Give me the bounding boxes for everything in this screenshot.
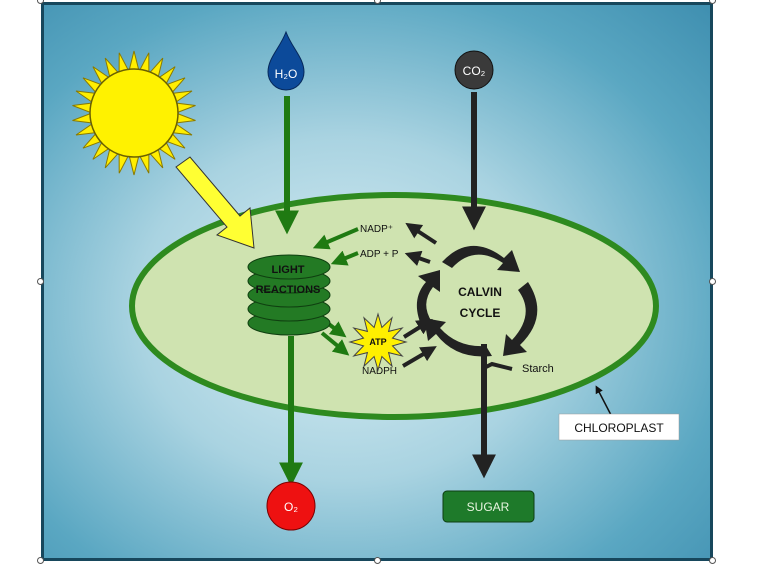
resize-handle-bm[interactable] — [374, 557, 381, 564]
chloroplast-label: CHLOROPLAST — [574, 421, 664, 435]
calvin-to-adp-arrow — [404, 250, 431, 266]
chloroplast-membrane — [129, 192, 659, 420]
co2-label: CO₂ — [463, 64, 486, 78]
adp-p-label: ADP + P — [360, 249, 399, 260]
resize-handle-mr[interactable] — [709, 278, 716, 285]
starch-label: Starch — [522, 363, 554, 375]
resize-handle-br[interactable] — [709, 557, 716, 564]
calvin-label-2: CYCLE — [460, 306, 501, 320]
thylakoid-stack — [247, 254, 331, 336]
nadph-to-calvin-arrow — [401, 346, 437, 368]
calvin-to-nadp-arrow — [405, 222, 438, 245]
resize-handle-tl[interactable] — [37, 0, 44, 4]
nadp-to-light-arrow — [312, 227, 359, 250]
starch-branch — [483, 361, 513, 371]
resize-handle-ml[interactable] — [37, 278, 44, 285]
nadph-label: NADPH — [362, 366, 397, 377]
adp-to-light-arrow — [330, 250, 359, 266]
nadp-plus-label: NADP⁺ — [360, 224, 393, 235]
atp-label: ATP — [369, 337, 386, 347]
calvin-label-1: CALVIN — [458, 285, 502, 299]
oxygen-label: O₂ — [284, 500, 298, 514]
sugar-label: SUGAR — [467, 500, 510, 514]
atp-star — [348, 312, 408, 372]
sunlight-arrow — [175, 156, 255, 249]
water-drop-icon — [267, 30, 305, 91]
cycle-arrows-icon — [416, 245, 538, 357]
chloroplast-label-box — [558, 413, 680, 441]
resize-handle-tr[interactable] — [709, 0, 716, 4]
sun-icon — [72, 50, 196, 176]
water-label: H₂O — [275, 67, 298, 81]
sugar-box — [442, 490, 535, 523]
oxygen-node — [266, 481, 316, 531]
resize-handle-bl[interactable] — [37, 557, 44, 564]
chloroplast-pointer — [595, 385, 612, 416]
light-reactions-label-1: LIGHT — [272, 264, 305, 276]
light-reactions-label-2: REACTIONS — [256, 284, 321, 296]
resize-handle-tm[interactable] — [374, 0, 381, 4]
light-to-nadph-arrow — [320, 331, 350, 356]
co2-node — [454, 50, 494, 90]
